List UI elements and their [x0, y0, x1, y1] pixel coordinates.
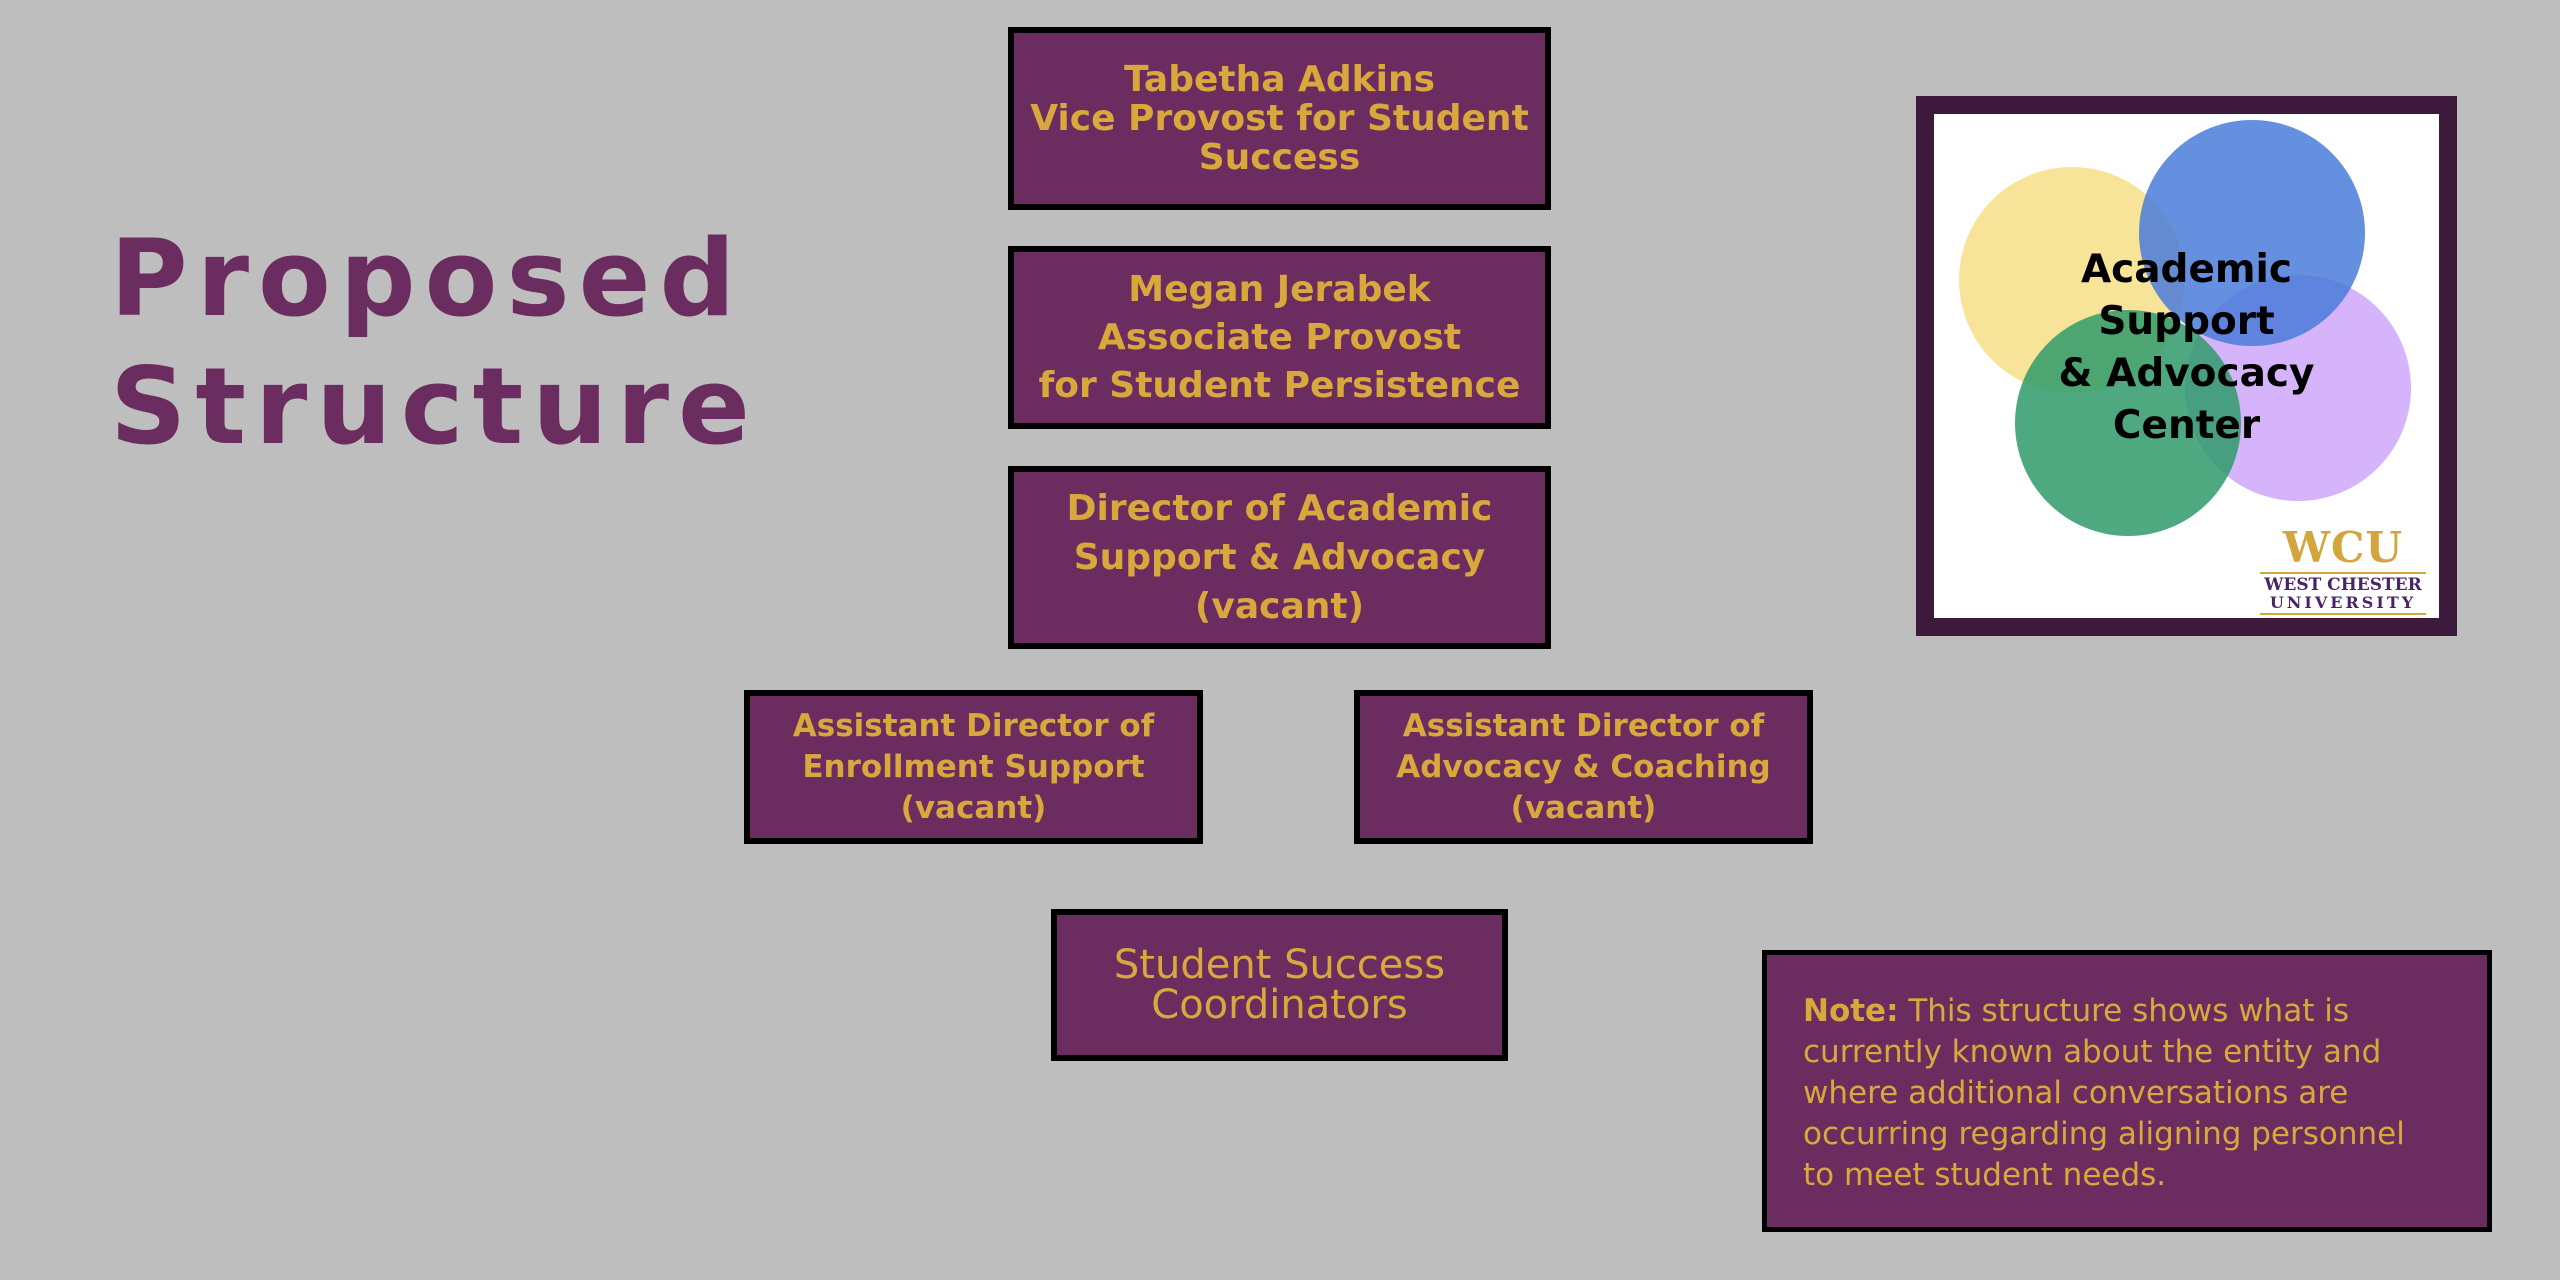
note-line-4: occurring regarding aligning personnel	[1803, 1116, 2405, 1152]
note-text-1: This structure shows what is	[1908, 993, 2349, 1029]
coordinators-box: Student Success Coordinators	[1051, 909, 1508, 1061]
director-title-1: Director of Academic	[1066, 488, 1493, 529]
wcu-name: WEST CHESTER	[2264, 575, 2422, 595]
assistant-director-advocacy-title-1: Assistant Director of	[1402, 707, 1765, 744]
title-line-1: Proposed	[110, 217, 745, 340]
vice-provost-title-2: Success	[1198, 137, 1361, 178]
associate-provost-name: Megan Jerabek	[1128, 268, 1431, 310]
note-label: Note:	[1803, 993, 1899, 1029]
director-title-2: Support & Advocacy	[1073, 537, 1486, 578]
note-box: Note: This structure shows what is curre…	[1762, 950, 2492, 1232]
logo-panel: Academic Support & Advocacy Center WCU W…	[1934, 114, 2439, 618]
note-line-3: where additional conversations are	[1803, 1075, 2349, 1111]
assistant-director-enrollment-box: Assistant Director of Enrollment Support…	[744, 690, 1203, 844]
coordinators-title-1: Student Success	[1113, 942, 1446, 988]
director-box: Director of Academic Support & Advocacy …	[1008, 466, 1551, 649]
note-line-1: Note: This structure shows what is	[1803, 991, 2467, 1032]
venn-circles-graphic	[1959, 120, 2411, 536]
assistant-director-advocacy-box: Assistant Director of Advocacy & Coachin…	[1354, 690, 1813, 844]
wcu-abbr: WCU	[2282, 523, 2404, 572]
center-name-line-1: Academic	[2080, 247, 2293, 292]
assistant-director-advocacy-status: (vacant)	[1510, 789, 1657, 826]
wcu-logo: WCU WEST CHESTER UNIVERSITY	[2254, 526, 2432, 617]
vice-provost-title-1: Vice Provost for Student	[1030, 98, 1529, 139]
center-name-line-2: Support	[2098, 299, 2275, 344]
coordinators-title-2: Coordinators	[1151, 982, 1408, 1028]
director-status: (vacant)	[1194, 586, 1365, 627]
blue-circle	[2139, 120, 2365, 346]
center-logo: Academic Support & Advocacy Center WCU W…	[1916, 96, 2457, 636]
associate-provost-title-2: for Student Persistence	[1038, 364, 1521, 406]
wcu-rule	[2260, 572, 2426, 574]
center-name: Academic Support & Advocacy Center	[1934, 244, 2439, 452]
assistant-director-enrollment-status: (vacant)	[900, 789, 1047, 826]
associate-provost-box: Megan Jerabek Associate Provost for Stud…	[1008, 246, 1551, 429]
center-name-line-3: & Advocacy	[2058, 351, 2315, 396]
associate-provost-title-1: Associate Provost	[1097, 316, 1462, 358]
note-line-2: currently known about the entity and	[1803, 1034, 2382, 1070]
center-name-line-4: Center	[2112, 403, 2261, 448]
title-line-2: Structure	[110, 345, 759, 468]
assistant-director-enrollment-title-1: Assistant Director of	[792, 707, 1155, 744]
wcu-rule-bottom	[2260, 613, 2426, 615]
note-line-5: to meet student needs.	[1803, 1157, 2167, 1193]
vice-provost-box: Tabetha Adkins Vice Provost for Student …	[1008, 27, 1551, 210]
vice-provost-name: Tabetha Adkins	[1123, 59, 1436, 100]
page-title: Proposed Structure	[110, 215, 759, 471]
assistant-director-advocacy-title-2: Advocacy & Coaching	[1396, 748, 1771, 785]
wcu-sub: UNIVERSITY	[2269, 593, 2417, 612]
assistant-director-enrollment-title-2: Enrollment Support	[802, 748, 1145, 785]
green-circle	[2015, 310, 2241, 536]
